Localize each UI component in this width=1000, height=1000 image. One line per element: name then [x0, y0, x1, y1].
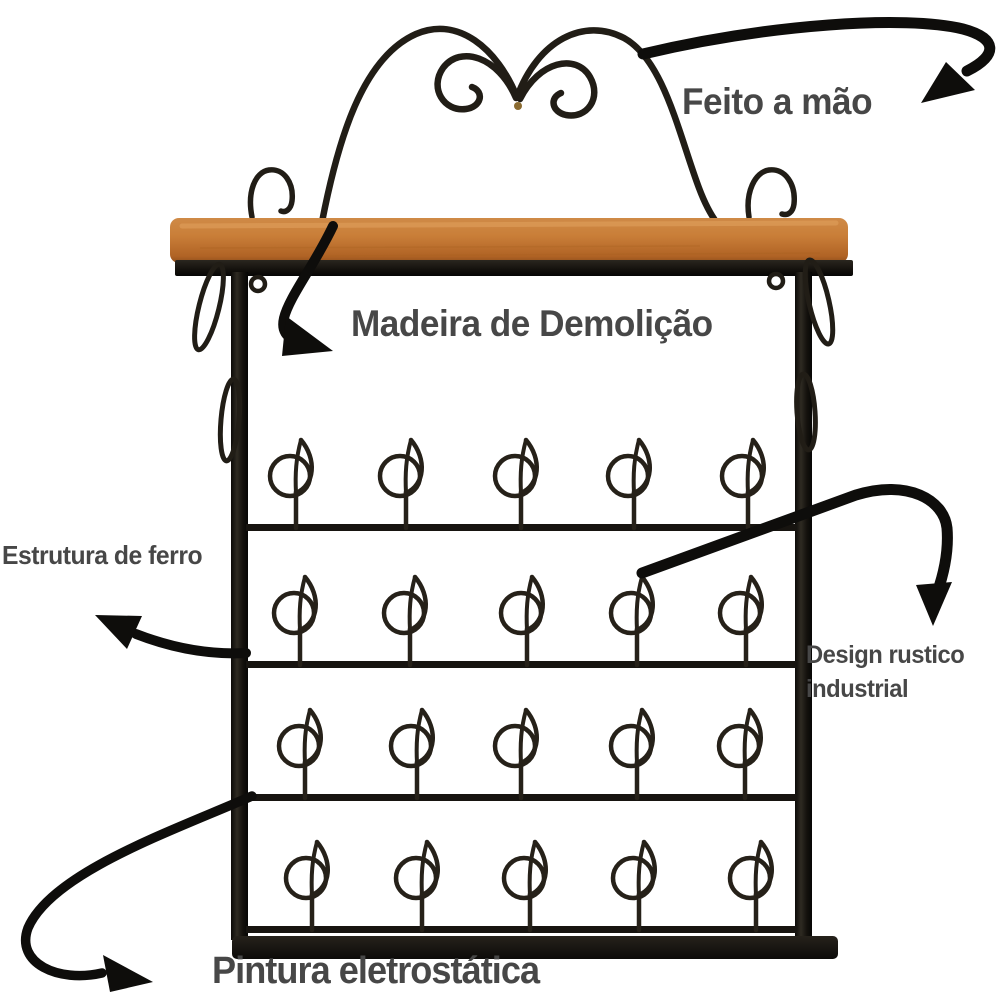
- cup-hook: [498, 574, 545, 668]
- cup-hook: [719, 437, 766, 531]
- side-scrolls: [192, 257, 836, 464]
- label-iron-structure: Estrutura de ferro: [2, 540, 203, 570]
- cup-hook: [492, 707, 539, 801]
- arrow-wood: [278, 221, 338, 356]
- cup-hook: [388, 707, 435, 801]
- arrow-design: [636, 483, 953, 626]
- label-electrostatic-paint: Pintura eletrostática: [212, 950, 540, 992]
- left-frame-bar: [231, 272, 248, 940]
- arrow-handmade: [637, 17, 996, 103]
- cup-hook: [381, 574, 428, 668]
- cup-hook: [610, 839, 657, 933]
- cup-hook: [501, 839, 548, 933]
- left-eyelet: [248, 274, 268, 294]
- arrow-iron-structure: [95, 615, 251, 659]
- arrow-paint: [21, 791, 257, 992]
- cup-hook: [717, 574, 764, 668]
- cup-hook: [716, 707, 763, 801]
- cup-hook: [727, 839, 774, 933]
- cup-hook: [605, 437, 652, 531]
- cup-hook: [283, 839, 330, 933]
- scroll-ornament: [318, 25, 721, 227]
- wood-shelf: [170, 218, 848, 263]
- label-demolition-wood: Madeira de Demolição: [351, 303, 713, 344]
- cup-hook: [377, 437, 424, 531]
- bottom-frame-bar: [232, 936, 838, 959]
- center-screw: [514, 102, 522, 110]
- cup-hook: [276, 707, 323, 801]
- iron-frame: [175, 260, 853, 959]
- cup-hook: [492, 437, 539, 531]
- annotation-arrows: [21, 17, 996, 992]
- cup-hook: [608, 574, 655, 668]
- right-eyelet: [766, 271, 786, 291]
- cup-hook: [393, 839, 440, 933]
- top-curl-hooks: [247, 167, 797, 220]
- row-bar-4: [246, 926, 797, 933]
- cup-hook: [271, 574, 318, 668]
- label-handmade: Feito a mão: [682, 81, 873, 122]
- cup-hook: [267, 437, 314, 531]
- row-bar-2: [246, 661, 797, 668]
- top-support-bar: [175, 260, 853, 276]
- cup-hook: [608, 707, 655, 801]
- label-rustic-design: Design rustico industrial: [806, 641, 965, 703]
- hook-grid: [267, 437, 774, 933]
